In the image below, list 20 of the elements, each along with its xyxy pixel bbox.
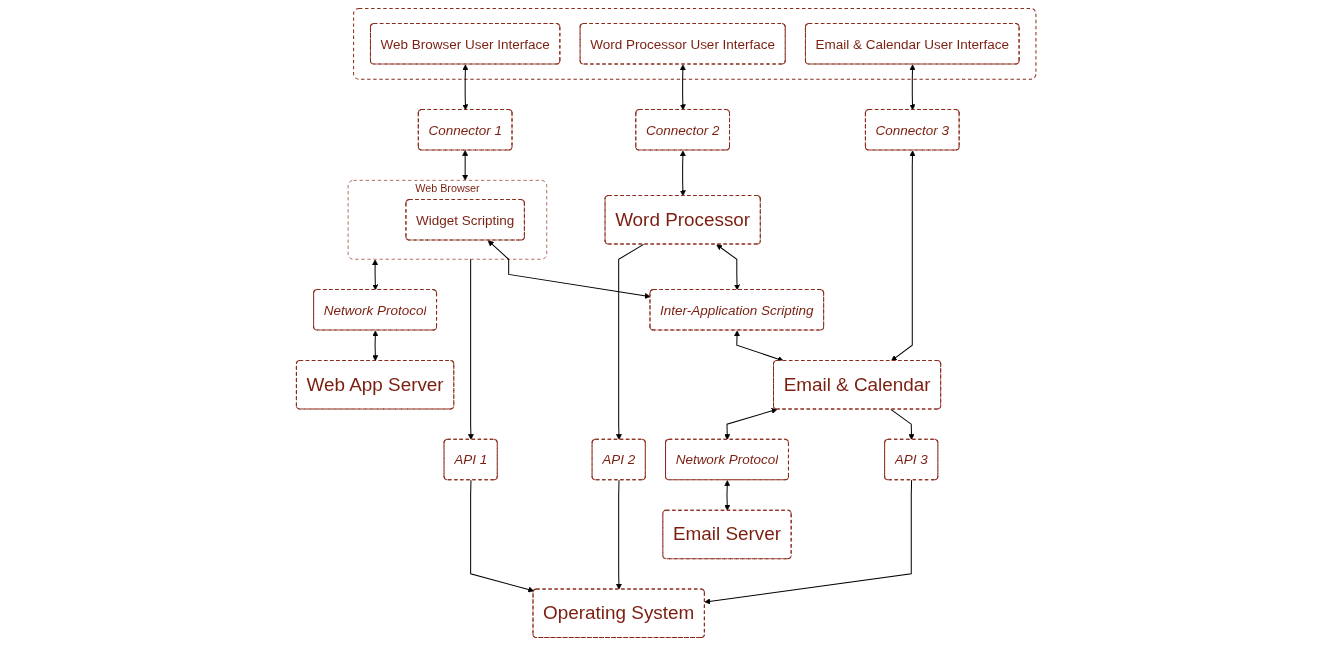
arrow — [372, 259, 379, 291]
arrow — [462, 64, 469, 111]
arrow — [680, 150, 687, 197]
arrow — [616, 243, 645, 440]
arrow — [724, 408, 778, 440]
arrow — [734, 330, 784, 362]
arrow — [470, 479, 535, 593]
arrow — [616, 479, 623, 590]
arrow — [488, 240, 651, 299]
arrow — [468, 258, 475, 440]
arrow — [890, 408, 915, 440]
arrow — [704, 479, 913, 605]
arrow — [716, 244, 741, 291]
cluster — [353, 7, 1037, 80]
arrow — [680, 64, 687, 111]
arrow — [909, 64, 916, 111]
arrow — [891, 150, 916, 362]
arrow — [462, 150, 469, 181]
arrow — [724, 480, 731, 511]
arrow — [372, 330, 379, 362]
